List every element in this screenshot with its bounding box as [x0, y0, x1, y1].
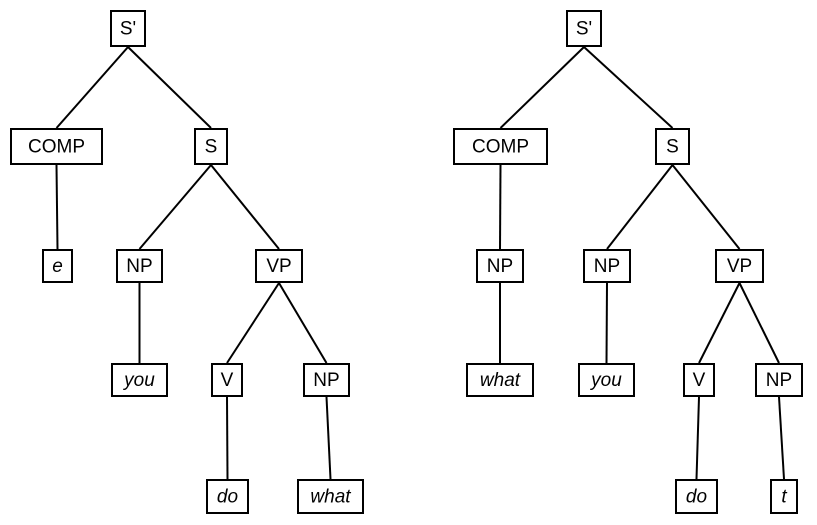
tree-edge-L-S-to-L-VP [210, 164, 280, 250]
tree-node-R-t[interactable]: t [770, 479, 798, 514]
node-box-R-VP [715, 249, 764, 283]
tree-node-L-you[interactable]: you [111, 363, 168, 397]
tree-edge-R-NP1-to-R-you [605, 282, 608, 364]
node-box-L-Sbar [110, 10, 146, 47]
tree-edge-L-VP-to-L-NP2 [278, 282, 328, 364]
node-box-R-S [655, 128, 690, 165]
tree-edge-R-Sbar-to-R-S [583, 46, 674, 129]
node-box-L-what [297, 479, 364, 514]
node-box-R-do [675, 479, 718, 514]
tree-node-L-NP1[interactable]: NP [116, 249, 163, 283]
tree-node-L-NP2[interactable]: NP [303, 363, 350, 397]
node-label-R-do: do [686, 487, 707, 508]
tree-edge-group-surface-structure-tree [499, 46, 785, 480]
tree-edge-R-S-to-R-NP1 [606, 164, 674, 250]
node-label-L-S: S [205, 137, 218, 158]
tree-edge-L-V-to-L-do [226, 396, 229, 480]
node-label-R-what: what [480, 370, 521, 391]
tree-node-L-V[interactable]: V [211, 363, 243, 397]
node-box-R-you [578, 363, 635, 397]
tree-node-R-you[interactable]: you [578, 363, 635, 397]
node-box-L-COMP [10, 128, 103, 165]
node-label-R-t: t [781, 487, 787, 508]
node-label-L-Sbar: S' [120, 19, 136, 40]
node-label-L-VP: VP [266, 256, 291, 277]
tree-node-L-e[interactable]: e [42, 249, 73, 283]
tree-node-L-COMP[interactable]: COMP [10, 128, 103, 165]
node-box-R-t [770, 479, 798, 514]
tree-node-R-NP0[interactable]: NP [476, 249, 524, 283]
tree-node-R-NP1[interactable]: NP [583, 249, 631, 283]
tree-node-R-COMP[interactable]: COMP [453, 128, 548, 165]
node-label-R-Sbar: S' [576, 19, 592, 40]
node-label-L-V: V [221, 370, 234, 391]
tree-node-group-surface-structure-tree: S' COMP S NP NP VP what you V NP do t [453, 10, 803, 514]
node-box-L-NP2 [303, 363, 350, 397]
node-box-L-VP [255, 249, 303, 283]
tree-node-L-VP[interactable]: VP [255, 249, 303, 283]
node-box-R-NP0 [476, 249, 524, 283]
node-label-L-do: do [217, 487, 238, 508]
tree-edge-L-VP-to-L-V [226, 282, 280, 364]
tree-edge-R-VP-to-R-NP2 [738, 282, 780, 364]
node-box-R-V [683, 363, 715, 397]
node-label-L-NP2: NP [313, 370, 339, 391]
tree-edge-L-S-to-L-NP1 [138, 164, 212, 250]
node-box-L-S [194, 128, 228, 165]
tree-edge-R-Sbar-to-R-COMP [499, 46, 585, 129]
node-label-L-what: what [310, 487, 351, 508]
tree-edge-R-V-to-R-do [695, 396, 700, 480]
tree-edge-L-COMP-to-L-e [55, 164, 59, 250]
node-box-R-COMP [453, 128, 548, 165]
tree-node-L-do[interactable]: do [206, 479, 249, 514]
tree-edge-group-deep-structure-tree [55, 46, 332, 480]
node-box-L-do [206, 479, 249, 514]
tree-node-L-S[interactable]: S [194, 128, 228, 165]
tree-edge-R-COMP-to-R-NP0 [499, 164, 502, 250]
node-label-R-you: you [589, 370, 622, 391]
node-box-L-e [42, 249, 73, 283]
tree-node-R-V[interactable]: V [683, 363, 715, 397]
tree-edge-R-S-to-R-VP [671, 164, 741, 250]
tree-node-R-Sbar[interactable]: S' [566, 10, 602, 47]
tree-edge-L-Sbar-to-L-S [127, 46, 212, 129]
node-box-L-NP1 [116, 249, 163, 283]
tree-edge-L-NP2-to-L-what [325, 396, 332, 480]
node-label-L-COMP: COMP [28, 137, 85, 158]
tree-edge-R-VP-to-R-V [698, 282, 741, 364]
tree-node-R-what[interactable]: what [466, 363, 534, 397]
tree-node-R-NP2[interactable]: NP [755, 363, 803, 397]
node-label-R-COMP: COMP [472, 137, 529, 158]
node-label-R-NP2: NP [766, 370, 792, 391]
tree-edge-R-NP2-to-R-t [778, 396, 785, 480]
node-label-R-NP0: NP [487, 256, 513, 277]
node-label-R-S: S [666, 137, 679, 158]
tree-edge-L-Sbar-to-L-COMP [55, 46, 129, 129]
node-box-R-Sbar [566, 10, 602, 47]
node-label-R-VP: VP [727, 256, 752, 277]
node-box-L-V [211, 363, 243, 397]
tree-node-R-do[interactable]: do [675, 479, 718, 514]
tree-node-R-S[interactable]: S [655, 128, 690, 165]
tree-node-R-VP[interactable]: VP [715, 249, 764, 283]
node-label-L-NP1: NP [126, 256, 152, 277]
tree-node-L-Sbar[interactable]: S' [110, 10, 146, 47]
node-box-R-NP2 [755, 363, 803, 397]
tree-node-L-what[interactable]: what [297, 479, 364, 514]
node-label-R-NP1: NP [594, 256, 620, 277]
node-box-R-what [466, 363, 534, 397]
node-box-R-NP1 [583, 249, 631, 283]
node-label-L-e: e [52, 256, 63, 277]
tree-edges-layer [55, 46, 785, 480]
node-box-L-you [111, 363, 168, 397]
node-label-L-you: you [122, 370, 155, 391]
node-label-R-V: V [693, 370, 706, 391]
